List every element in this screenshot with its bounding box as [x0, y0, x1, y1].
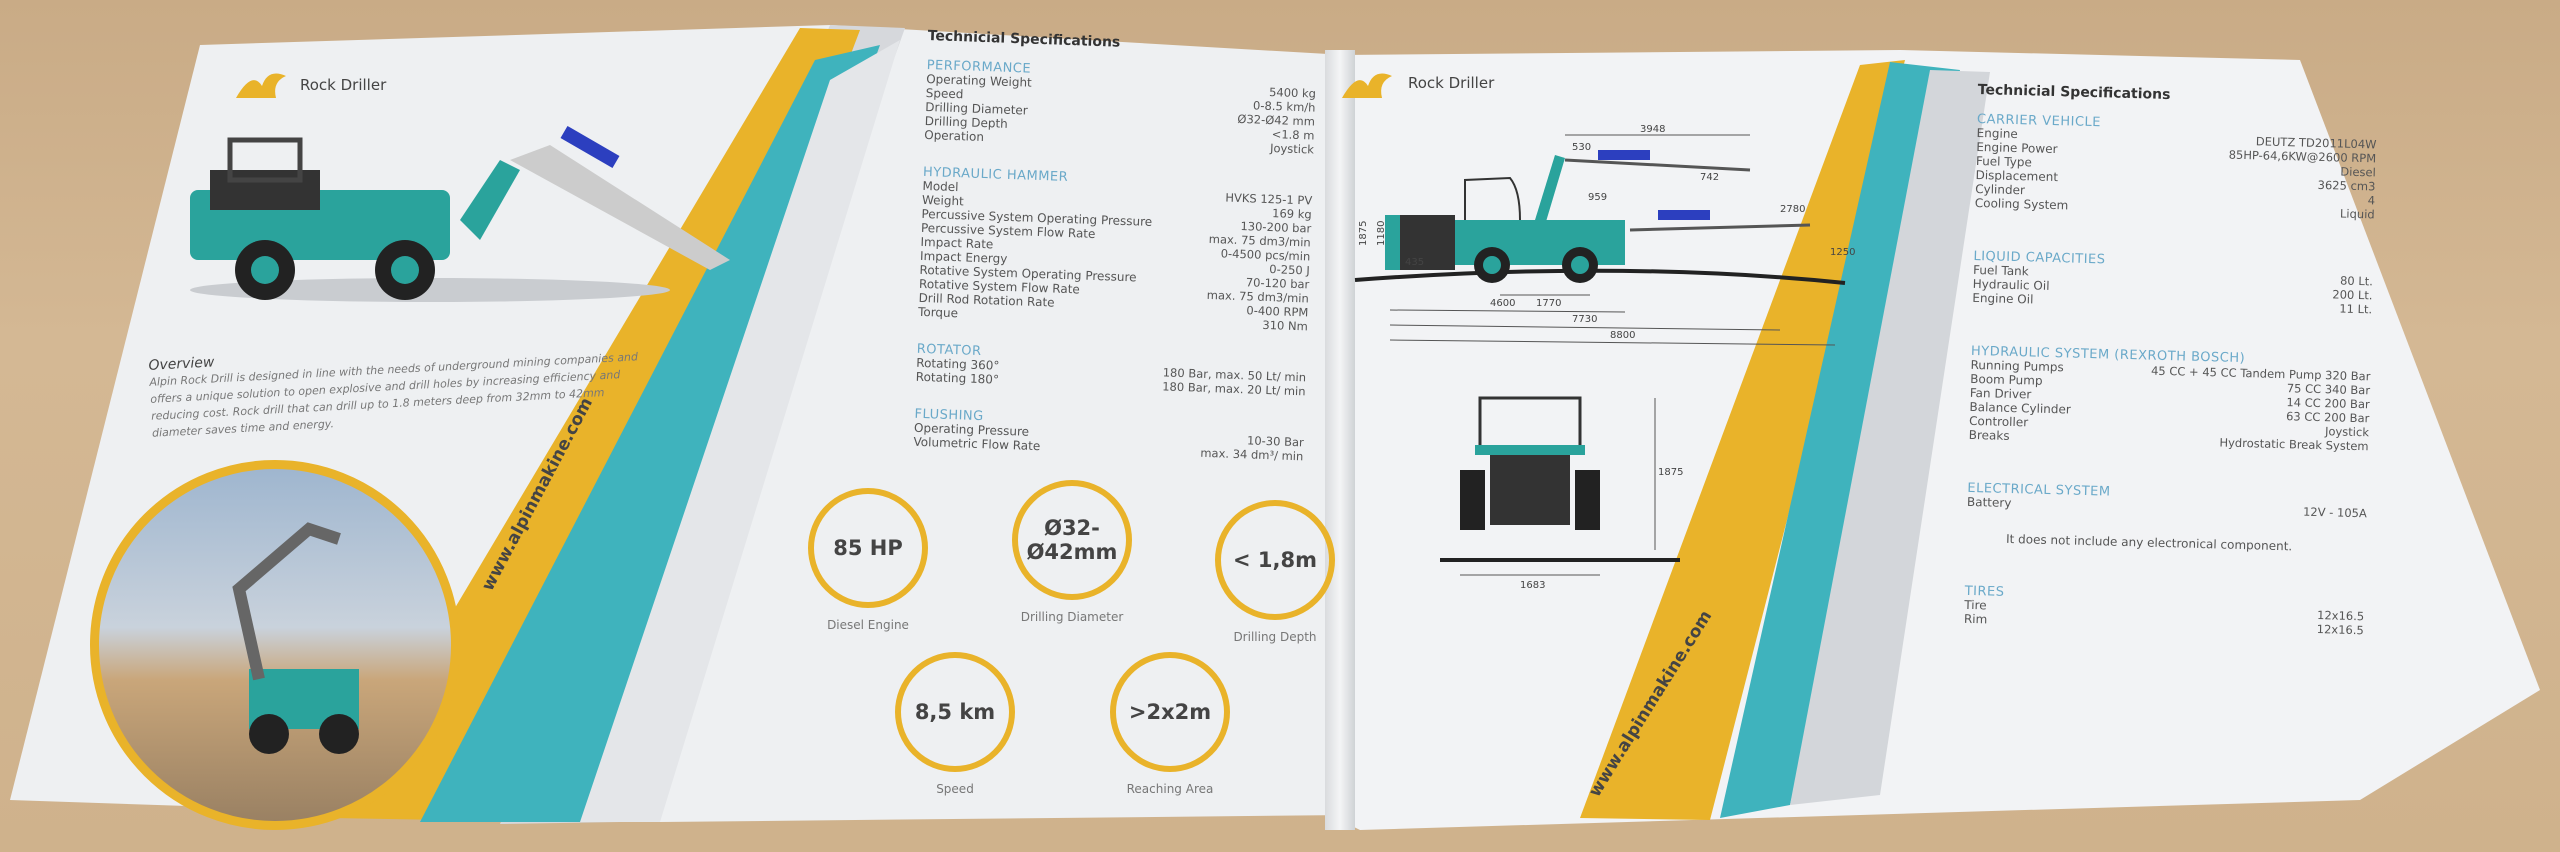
- site-photo: [90, 460, 460, 830]
- spec-value: HVKS 125-1 PV: [1225, 190, 1313, 208]
- highlight-circle: >2x2m: [1110, 652, 1230, 772]
- spec-label: Rotating 180°: [915, 369, 1000, 387]
- electrical-note: It does not include any electronical com…: [2005, 531, 2293, 554]
- spec-value: 0-250 J: [1269, 262, 1311, 278]
- dim-435: 435: [1405, 257, 1424, 268]
- highlight-label: Drilling Diameter: [1020, 610, 1124, 624]
- spec-value: 63 CC 200 Bar: [2285, 409, 2370, 426]
- dim-8800: 8800: [1610, 330, 1635, 341]
- spec-value: 3625 cm3: [2317, 177, 2376, 194]
- highlight-value: >2x2m: [1128, 700, 1212, 724]
- logo-icon: [1338, 68, 1396, 110]
- dim-front-width: 1683: [1520, 580, 1545, 590]
- dim-1180: 1180: [1376, 221, 1387, 246]
- spec-value: Diesel: [2340, 164, 2376, 180]
- spec-value: 11 Lt.: [2339, 301, 2373, 317]
- spec-value: <1.8 m: [1271, 127, 1315, 143]
- spec-label: Battery: [1966, 494, 2012, 511]
- highlight-label: Diesel Engine: [827, 618, 909, 632]
- highlight-circle: 8,5 km: [895, 652, 1015, 772]
- spec-value: 200 Lt.: [2332, 287, 2373, 303]
- highlight-label: Drilling Depth: [1233, 630, 1317, 644]
- right-gray-stripe: [1790, 70, 1990, 805]
- spec-value: 12x16.5: [2316, 621, 2364, 637]
- spec-value: Hydrostatic Break System: [2219, 435, 2369, 454]
- spec-value: 80 Lt.: [2339, 273, 2374, 289]
- spec-label: Rim: [1963, 611, 1988, 626]
- spec-value: 0-400 RPM: [1246, 303, 1309, 320]
- brand-title: Rock Driller: [300, 76, 387, 94]
- dim-1875: 1875: [1358, 221, 1369, 246]
- spec-value: Liquid: [2339, 206, 2375, 222]
- left-yellow-stripe: [330, 28, 860, 822]
- spec-label: Torque: [917, 304, 959, 321]
- highlight-value: 85 HP: [833, 536, 903, 560]
- spec-label: Tire: [1964, 597, 1987, 612]
- dim-742: 742: [1700, 172, 1719, 183]
- spec-page-2: Technicial Specifications CARRIER VEHICL…: [1964, 82, 2378, 637]
- spec-label: Cooling System: [1974, 195, 2069, 213]
- highlight-value: Ø32- Ø42mm: [1026, 516, 1118, 564]
- dim-front-height: 1875: [1658, 467, 1683, 478]
- highlight-circle: Ø32- Ø42mm: [1012, 480, 1132, 600]
- right-yellow-stripe: [1580, 60, 1905, 820]
- spec-value: Joystick: [2324, 424, 2370, 440]
- dim-1770: 1770: [1536, 298, 1561, 309]
- dim-959: 959: [1588, 192, 1607, 203]
- left-teal-stripe: [420, 45, 880, 822]
- dim-530: 530: [1572, 142, 1591, 153]
- highlight-label: Reaching Area: [1126, 782, 1214, 796]
- highlight-circle: < 1,8m: [1215, 500, 1335, 620]
- left-white-stripe: [580, 40, 900, 822]
- dim-7730: 7730: [1572, 314, 1597, 325]
- spec-label: Engine Oil: [1972, 290, 2034, 307]
- logo-icon: [232, 68, 290, 110]
- machine-photo: [190, 125, 730, 302]
- machine-at-site: [232, 522, 359, 754]
- side-view-drawing: 3948 530 742 959 2780 1250 1875 1180 435…: [1354, 124, 1855, 346]
- highlight-circle: 85 HP: [808, 488, 928, 608]
- spec-value: 12x16.5: [2316, 607, 2365, 623]
- highlight-value: < 1,8m: [1233, 548, 1317, 572]
- spec-value: Joystick: [1269, 141, 1315, 157]
- spec-value: Ø32-Ø42 mm: [1237, 111, 1316, 129]
- spec-value: 169 kg: [1271, 206, 1312, 222]
- spec-value: 4: [2367, 193, 2376, 208]
- dim-3948: 3948: [1640, 124, 1665, 135]
- highlight-value: 8,5 km: [914, 700, 996, 724]
- dim-2780: 2780: [1780, 204, 1805, 215]
- brand-title-right: Rock Driller: [1408, 74, 1495, 92]
- spec-value: 310 Nm: [1262, 317, 1309, 334]
- front-view-drawing: 1875 1683: [1440, 396, 1683, 590]
- dim-4600: 4600: [1490, 298, 1515, 309]
- spec-label: Breaks: [1968, 427, 2010, 443]
- highlight-label: Speed: [936, 782, 974, 796]
- spec-value: 12V - 105A: [2302, 504, 2368, 521]
- spec-label: Operation: [924, 127, 985, 145]
- dim-1250: 1250: [1830, 247, 1855, 258]
- brochure-spine: [1325, 50, 1355, 830]
